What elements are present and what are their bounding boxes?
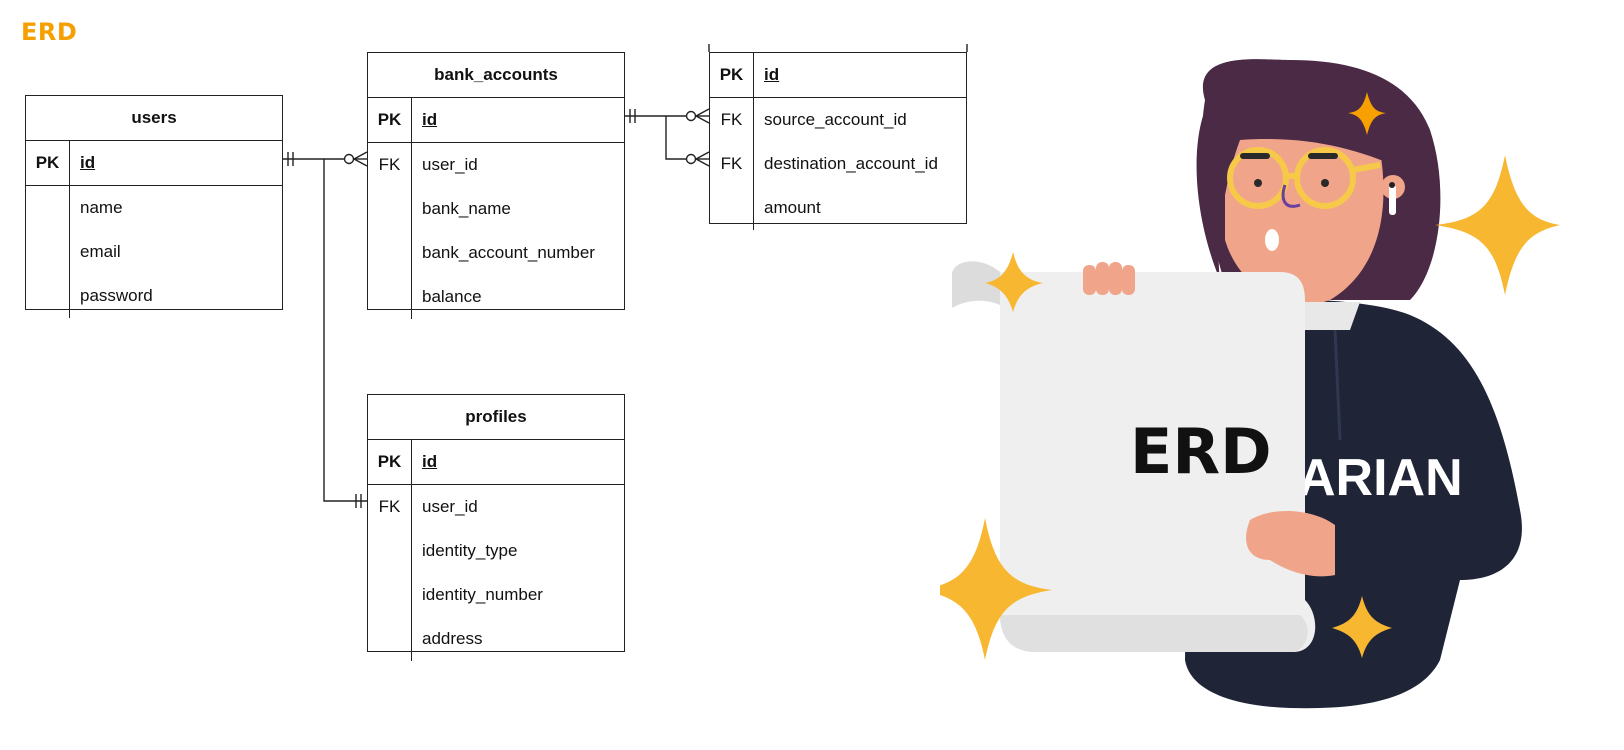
fk-field: source_account_id — [764, 110, 907, 129]
field: amount — [764, 198, 821, 217]
profiles-table: profiles PK id FK user_id identity_type … — [367, 394, 625, 661]
users-table: users PK id name email password — [25, 95, 283, 318]
table-row: FK user_id — [368, 485, 624, 529]
transactions-table: PK id FK source_account_id FK destinatio… — [709, 52, 967, 230]
table-title: users — [26, 96, 282, 141]
sparkle-icon — [940, 518, 1052, 660]
table-row: FK user_id — [368, 143, 624, 187]
table-row: address — [368, 617, 624, 661]
fk-field: destination_account_id — [764, 154, 938, 173]
table-row: PK id — [368, 440, 624, 485]
field: address — [422, 629, 483, 648]
table-row: email — [26, 230, 282, 274]
table-title: bank_accounts — [368, 53, 624, 98]
pk-field: id — [80, 153, 96, 172]
pk-label: PK — [710, 53, 754, 97]
relationship-lines — [283, 44, 968, 508]
key-cell — [368, 187, 412, 231]
fk-field: user_id — [422, 155, 478, 174]
field: bank_name — [422, 199, 511, 218]
field: bank_account_number — [422, 243, 595, 262]
pk-label: PK — [26, 141, 70, 185]
sparkle-icon — [1435, 155, 1560, 295]
scroll-title: ERD — [1130, 415, 1272, 488]
table-row: amount — [710, 186, 966, 230]
pk-label: PK — [368, 98, 412, 142]
pk-label: PK — [368, 440, 412, 484]
fingers — [1083, 262, 1135, 295]
table-row: balance — [368, 275, 624, 319]
field: identity_number — [422, 585, 543, 604]
hair-front — [1196, 65, 1408, 280]
fk-label: FK — [368, 143, 412, 187]
table-row: PK id — [26, 141, 282, 186]
scroll-paper — [952, 261, 1316, 652]
sparkle-icon — [985, 252, 1043, 312]
field: name — [80, 198, 123, 217]
pk-field: id — [422, 110, 438, 129]
sparkle-icons — [940, 92, 1560, 660]
fk-label: FK — [710, 142, 754, 186]
table-row: password — [26, 274, 282, 318]
hoodie-text: ARIAN — [1298, 449, 1463, 507]
field: balance — [422, 287, 482, 306]
hand — [1246, 510, 1335, 577]
table-row: name — [26, 186, 282, 230]
key-cell — [26, 274, 70, 318]
page-title: ERD — [21, 18, 78, 46]
table-row: FK source_account_id — [710, 98, 966, 142]
key-cell — [368, 231, 412, 275]
key-cell — [368, 275, 412, 319]
key-cell — [368, 573, 412, 617]
field: email — [80, 242, 121, 261]
field: identity_type — [422, 541, 518, 560]
key-cell — [710, 186, 754, 230]
sparkle-icon — [1348, 92, 1386, 135]
key-cell — [368, 529, 412, 573]
bank-accounts-transactions-connector — [625, 108, 710, 167]
fk-label: FK — [368, 485, 412, 529]
table-row: identity_number — [368, 573, 624, 617]
field: password — [80, 286, 153, 305]
bank-accounts-table: bank_accounts PK id FK user_id bank_name… — [367, 52, 625, 319]
table-title: profiles — [368, 395, 624, 440]
key-cell — [368, 617, 412, 661]
earbud-icon — [1381, 175, 1405, 215]
table-row: identity_type — [368, 529, 624, 573]
table-row: FK destination_account_id — [710, 142, 966, 186]
key-cell — [26, 230, 70, 274]
sparkle-icon — [1332, 596, 1392, 658]
pk-field: id — [764, 65, 780, 84]
key-cell — [26, 186, 70, 230]
table-row: bank_account_number — [368, 231, 624, 275]
illustration: ARIAN — [940, 59, 1560, 709]
table-row: PK id — [710, 53, 966, 98]
table-row: PK id — [368, 98, 624, 143]
users-bank-accounts-connector — [283, 151, 368, 167]
pk-field: id — [422, 452, 438, 471]
fk-field: user_id — [422, 497, 478, 516]
users-profiles-connector — [323, 159, 367, 508]
glasses — [1227, 147, 1381, 209]
fk-label: FK — [710, 98, 754, 142]
table-row: bank_name — [368, 187, 624, 231]
